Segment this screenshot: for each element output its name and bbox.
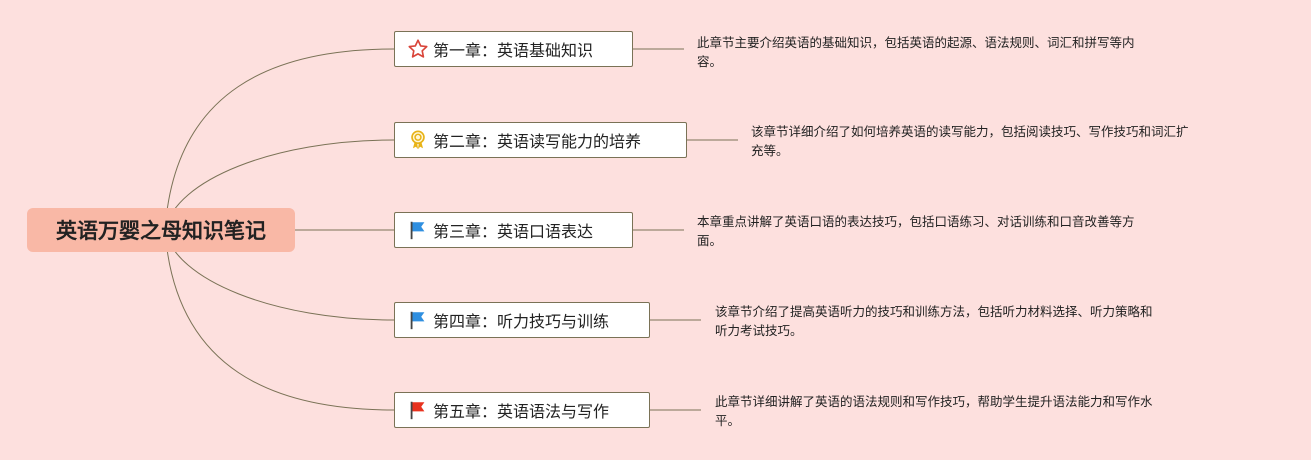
chapter-description-4: 该章节介绍了提高英语听力的技巧和训练方法，包括听力材料选择、听力策略和 听力考试… [715,302,1215,340]
flag-icon [410,401,425,420]
description-line: 容。 [697,54,723,69]
chapter-title: 第四章：听力技巧与训练 [433,312,610,331]
description-line: 充等。 [751,143,789,158]
description-line: 该章节详细介绍了如何培养英语的读写能力，包括阅读技巧、写作技巧和词汇扩 [751,124,1189,139]
description-line: 平。 [715,413,741,428]
chapter-topic-1[interactable]: 第一章：英语基础知识 [394,31,633,67]
chapter-title: 第五章：英语语法与写作 [433,402,610,421]
description-line: 此章节主要介绍英语的基础知识，包括英语的起源、语法规则、词汇和拼写等内 [697,35,1135,50]
chapter-topic-5[interactable]: 第五章：英语语法与写作 [394,392,650,428]
chapter-description-1: 此章节主要介绍英语的基础知识，包括英语的起源、语法规则、词汇和拼写等内 容。 [697,33,1197,71]
root-topic[interactable]: 英语万婴之母知识笔记 [27,208,295,252]
connector-root-to-chapter-1 [164,48,395,231]
chapter-title: 第一章：英语基础知识 [433,41,594,60]
connector-root-to-chapter-5 [164,229,395,411]
chapter-topic-3[interactable]: 第三章：英语口语表达 [394,212,633,248]
star-outline-icon [408,39,428,58]
chapter-title: 第三章：英语口语表达 [433,222,594,241]
description-line: 面。 [697,233,723,248]
chapter-description-2: 该章节详细介绍了如何培养英语的读写能力，包括阅读技巧、写作技巧和词汇扩 充等。 [751,122,1251,160]
chapter-topic-4[interactable]: 第四章：听力技巧与训练 [394,302,650,338]
flag-icon [410,221,425,240]
chapter-title: 第二章：英语读写能力的培养 [433,132,642,151]
description-line: 听力考试技巧。 [715,323,803,338]
chapter-description-5: 此章节详细讲解了英语的语法规则和写作技巧，帮助学生提升语法能力和写作水 平。 [715,392,1215,430]
award-ribbon-icon [411,130,425,150]
chapter-description-3: 本章重点讲解了英语口语的表达技巧，包括口语练习、对话训练和口音改善等方 面。 [697,212,1197,250]
chapter-topic-2[interactable]: 第二章：英语读写能力的培养 [394,122,687,158]
description-line: 该章节介绍了提高英语听力的技巧和训练方法，包括听力材料选择、听力策略和 [715,304,1153,319]
description-line: 此章节详细讲解了英语的语法规则和写作技巧，帮助学生提升语法能力和写作水 [715,394,1153,409]
description-line: 本章重点讲解了英语口语的表达技巧，包括口语练习、对话训练和口音改善等方 [697,214,1135,229]
flag-icon [410,311,425,330]
